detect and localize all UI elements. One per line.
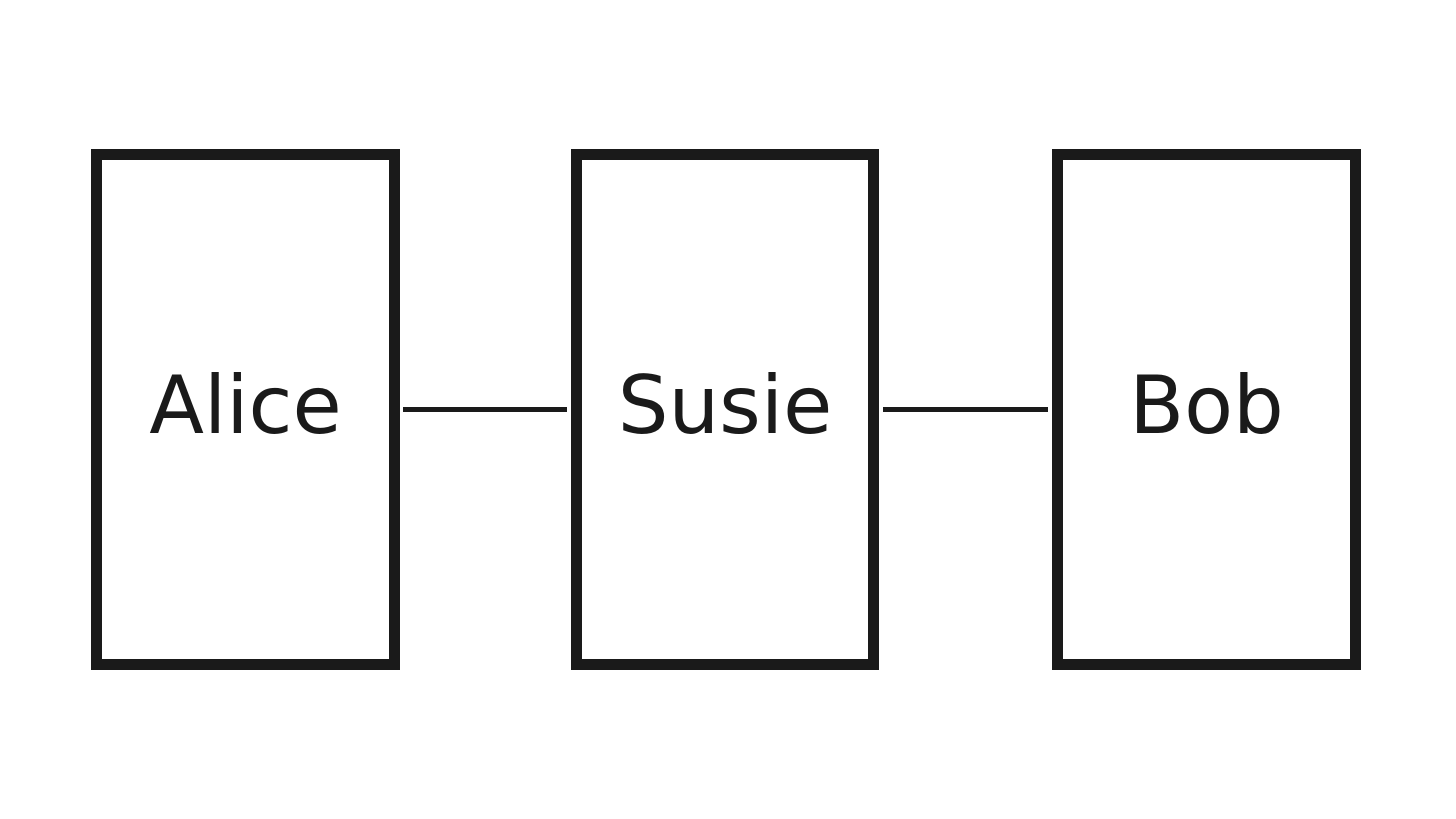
node-bob: Bob	[1052, 149, 1361, 670]
node-alice: Alice	[91, 149, 400, 670]
edge-alice-susie	[403, 407, 567, 412]
node-label-susie: Susie	[617, 358, 833, 452]
node-label-bob: Bob	[1129, 358, 1284, 452]
node-susie: Susie	[571, 149, 879, 670]
node-label-alice: Alice	[149, 358, 342, 452]
edge-susie-bob	[883, 407, 1048, 412]
